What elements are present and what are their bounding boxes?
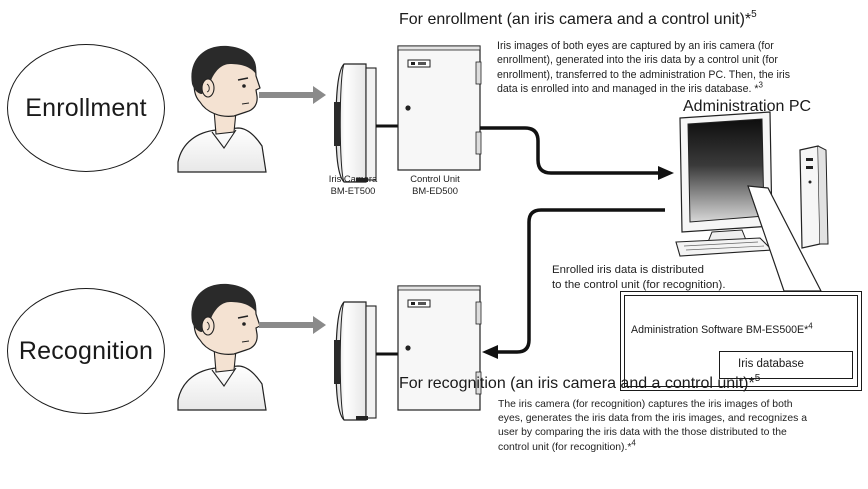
enrollment-capture-arrow [259,86,326,104]
distribution-note-line1: Enrolled iris data is distributed [552,264,704,276]
distribution-note: Enrolled iris data is distributed to the… [552,263,772,293]
administration-software-text: Administration Software BM-ES500E* [631,324,809,336]
control-unit-caption-model: BM-ED500 [412,185,458,196]
recognition-circle: Recognition [7,288,165,414]
administration-software-label: Administration Software BM-ES500E*4 [631,321,813,336]
recognition-description-footnote: 4 [631,438,636,448]
camera-caption-name: Iris Camera [328,173,378,184]
recognition-heading-text: For recognition (an iris camera and a co… [399,375,755,392]
recognition-person-illustration [177,283,267,411]
recognition-circle-label: Recognition [18,336,154,365]
enrollment-description-text: Iris images of both eyes are captured by… [497,40,791,96]
administration-software-footnote: 4 [808,321,813,331]
enrollment-heading: For enrollment (an iris camera and a con… [399,9,757,29]
enrollment-circle: Enrollment [7,44,165,172]
iris-database-box: Iris database [719,351,853,379]
recognition-heading-footnote: 5 [754,373,761,384]
distribution-arrow [482,208,665,359]
enrollment-description: Iris images of both eyes are captured by… [497,39,807,97]
enrollment-heading-text: For enrollment (an iris camera and a con… [399,11,752,28]
enrollment-control-unit [397,45,482,171]
administration-software-inner-box: Administration Software BM-ES500E*4 Iris… [624,295,858,387]
iris-database-label: Iris database [738,358,804,370]
enrollment-heading-footnote: 5 [751,9,757,20]
camera-caption: Iris Camera BM-ET500 [322,173,384,197]
enrollment-to-pc-arrow [480,126,674,180]
enrollment-circle-label: Enrollment [25,93,147,122]
enrollment-description-footnote: 3 [758,80,763,90]
recognition-iris-camera [333,301,377,421]
recognition-heading: For recognition (an iris camera and a co… [399,373,761,393]
administration-software-box: Administration Software BM-ES500E*4 Iris… [620,291,862,391]
enrollment-iris-camera [333,63,377,183]
enrollment-person-illustration [177,45,267,173]
administration-pc-illustration [675,111,829,257]
control-unit-caption-name: Control Unit [410,173,460,184]
distribution-note-line2: to the control unit (for recognition). [552,279,726,291]
camera-caption-model: BM-ET500 [330,185,376,196]
recognition-description-text: The iris camera (for recognition) captur… [498,399,807,453]
recognition-description: The iris camera (for recognition) captur… [498,398,810,455]
recognition-capture-arrow [259,316,326,334]
administration-pc-title: Administration PC [683,98,812,115]
control-unit-caption: Control Unit BM-ED500 [400,173,470,197]
